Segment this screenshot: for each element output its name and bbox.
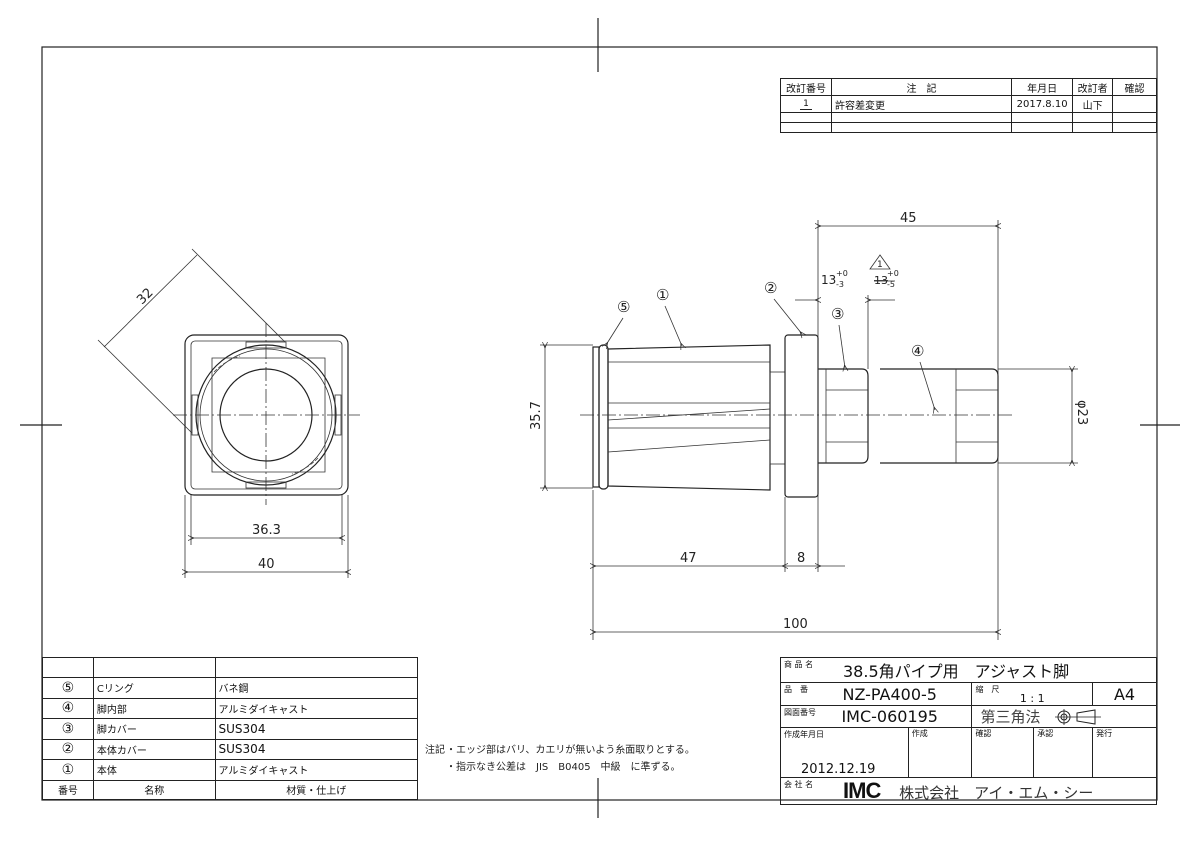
approved-cell: 承認	[1033, 727, 1094, 778]
rev-note: 許容差変更	[830, 95, 1013, 113]
revision-table: 改訂番号 注 記 年月日 改訂者 確認 1 許容差変更 2017.8.10 山下	[780, 78, 1157, 133]
svg-text:+0: +0	[836, 269, 848, 278]
svg-text:①: ①	[656, 286, 669, 304]
sheet-border	[41, 46, 1158, 801]
balloon-2: ②	[764, 279, 802, 334]
rev-header-reviser: 改訂者	[1072, 78, 1114, 96]
dim-36-3: 36.3	[252, 523, 281, 538]
svg-text:④: ④	[911, 342, 924, 360]
checked-cell: 確認	[971, 727, 1035, 778]
third-angle-projection-icon	[1055, 709, 1102, 725]
issued-cell: 発行	[1092, 727, 1157, 778]
company-cell: 会 社 名 IMC 株式会社 アイ・エム・シー	[780, 777, 1157, 805]
svg-text:⑤: ⑤	[617, 298, 630, 316]
balloon-1: ①	[656, 286, 682, 346]
scale: 1 : 1	[1019, 691, 1045, 705]
front-view: 32 36.3 40	[97, 248, 360, 578]
rev-header-date: 年月日	[1011, 78, 1074, 96]
tolerance-new: 13 +0 -5	[874, 269, 899, 289]
revision-row: 1 許容差変更 2017.8.10 山下	[780, 95, 1157, 113]
balloon-4: ④	[911, 342, 935, 410]
product-name-cell: 商 品 名 38.5角パイプ用 アジャスト脚	[780, 657, 1157, 683]
side-view: 35.7 φ23 47 8 100 45 13 +0 -3 13 +0 -5	[529, 211, 1089, 640]
created-date: 2012.12.19	[801, 762, 876, 777]
rev-check	[1112, 95, 1157, 113]
dim-phi23: φ23	[1074, 400, 1089, 425]
drawing-no: IMC-060195	[841, 707, 938, 726]
part-no: NZ-PA400-5	[842, 684, 937, 704]
dim-35-7: 35.7	[529, 401, 544, 430]
tolerance-old: 13 +0 -3	[821, 269, 848, 289]
svg-text:13: 13	[821, 273, 836, 287]
projection: 第三角法	[980, 708, 1041, 726]
rev-date: 2017.8.10	[1011, 95, 1074, 113]
company-logo: IMC	[843, 778, 881, 804]
rev-header-check: 確認	[1112, 78, 1157, 96]
company-name: 株式会社 アイ・エム・シー	[899, 784, 1094, 802]
svg-text:-5: -5	[887, 280, 895, 289]
svg-text:③: ③	[831, 305, 844, 323]
revision-triangle-icon	[869, 254, 891, 270]
svg-text:②: ②	[764, 279, 777, 297]
revision-mark: 1	[877, 260, 883, 270]
title-block: 商 品 名 38.5角パイプ用 アジャスト脚 品 番 NZ-PA400-5 縮 …	[779, 657, 1157, 805]
rev-reviser: 山下	[1072, 95, 1114, 113]
dim-32: 32	[134, 286, 156, 308]
dim-8: 8	[797, 551, 805, 566]
created-by-cell: 作成	[907, 727, 973, 778]
svg-text:+0: +0	[887, 269, 899, 278]
rev-mark: 1	[780, 95, 832, 113]
note-line-2: ・指示なき公差は JIS B0405 中級 に準ずる。	[446, 760, 681, 773]
dim-100: 100	[783, 617, 808, 632]
note-line-1: ・エッジ部はバリ、カエリが無いよう糸面取りとする。	[446, 743, 695, 756]
dim-40: 40	[258, 557, 275, 572]
dim-47: 47	[680, 551, 697, 566]
rev-header-no: 改訂番号	[780, 78, 832, 96]
part-no-cell: 品 番 NZ-PA400-5	[779, 682, 973, 706]
notes-label: 注記	[425, 743, 445, 756]
svg-text:-3: -3	[836, 280, 844, 289]
balloon-5: ⑤	[606, 298, 630, 345]
product-name: 38.5角パイプ用 アジャスト脚	[843, 662, 1070, 681]
projection-cell: 第三角法	[971, 705, 1157, 728]
scale-cell: 縮 尺 1 : 1	[971, 682, 1094, 706]
balloon-3: ③	[831, 305, 845, 368]
dim-45: 45	[900, 211, 917, 226]
parts-header: 番号名称材質・仕上げ	[42, 779, 419, 801]
rev-header-note: 注 記	[830, 78, 1013, 96]
created-date-cell: 作成年月日 2012.12.19	[780, 727, 909, 778]
svg-text:13: 13	[874, 274, 888, 287]
drawing-no-cell: 図面番号 IMC-060195	[779, 705, 973, 728]
paper-size: A4	[1092, 682, 1157, 706]
